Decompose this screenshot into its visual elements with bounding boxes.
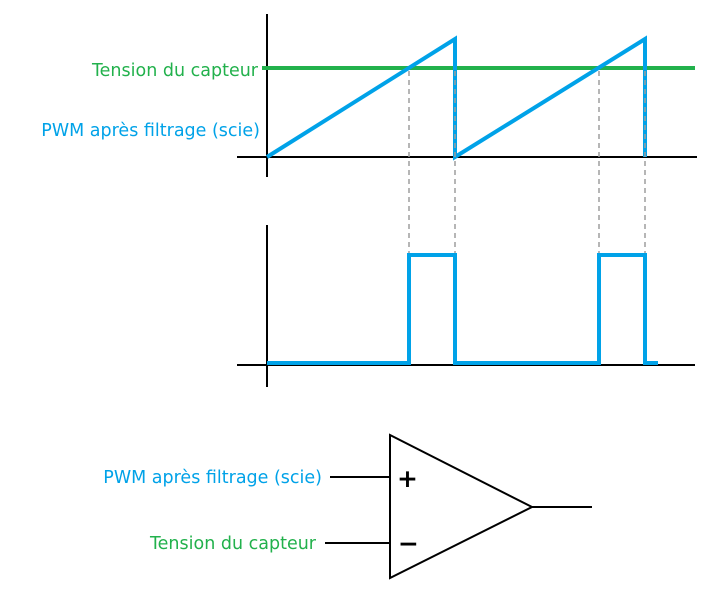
- crossing-guides: [408, 71, 646, 253]
- sawtooth-chart: Tension du capteur PWM après filtrage (s…: [41, 14, 697, 177]
- inverting-input-label: Tension du capteur: [149, 534, 317, 554]
- sawtooth-waveform: [265, 35, 647, 161]
- pulse-waveform: [267, 253, 658, 365]
- pulse-chart: [237, 225, 695, 387]
- plus-sign: +: [397, 464, 418, 493]
- sawtooth-label: PWM après filtrage (scie): [41, 121, 260, 141]
- threshold-label: Tension du capteur: [91, 61, 259, 81]
- minus-sign: −: [398, 529, 419, 558]
- opamp-triangle: [389, 433, 535, 580]
- noninverting-input-label: PWM après filtrage (scie): [103, 468, 322, 488]
- comparator: + − PWM après filtrage (scie) Tension du…: [103, 433, 592, 580]
